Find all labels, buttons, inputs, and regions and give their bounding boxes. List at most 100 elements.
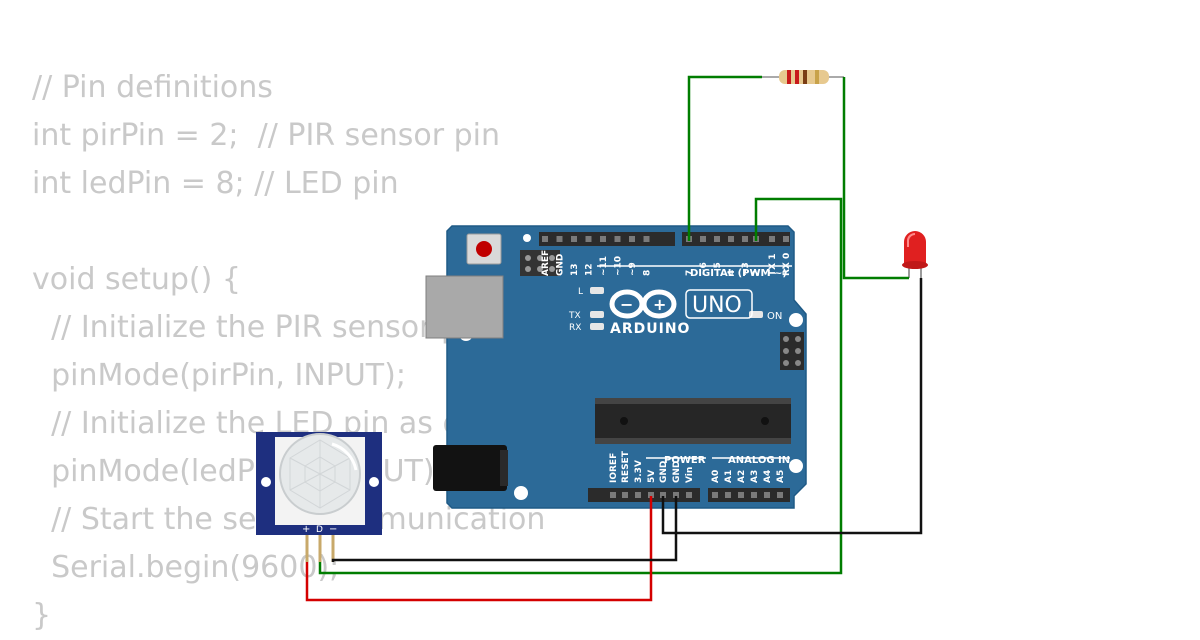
svg-text:+: + xyxy=(653,295,666,314)
usb-port xyxy=(425,275,504,339)
digital-pin-label: ~3 xyxy=(741,262,751,276)
digital-pin[interactable] xyxy=(783,236,789,242)
digital-pin[interactable] xyxy=(643,236,650,242)
code-line: Serial.begin(9600); xyxy=(32,550,340,585)
power-label: POWER xyxy=(664,455,706,466)
microcontroller-chip xyxy=(595,398,791,444)
analog-pin[interactable] xyxy=(725,492,731,498)
digital-pin-label: ~6 xyxy=(699,262,709,276)
digital-pin-label: 13 xyxy=(570,263,580,276)
wire-5v-to-pir-vcc xyxy=(305,496,653,602)
power-pin[interactable] xyxy=(660,492,666,498)
digital-header-label: DIGITAL (PWM ~) xyxy=(690,268,787,279)
power-pin-label: IOREF xyxy=(609,453,619,483)
pir-pin-label-gnd: − xyxy=(329,524,337,535)
digital-pin[interactable] xyxy=(728,236,734,242)
arduino-logo: − + ARDUINO UNO xyxy=(609,289,753,337)
digital-pin[interactable] xyxy=(629,236,635,242)
code-line: } xyxy=(32,598,52,633)
power-pin-label: Vin xyxy=(685,467,695,483)
dc-power-jack xyxy=(433,445,508,491)
analog-pin[interactable] xyxy=(712,492,718,498)
analog-pin[interactable] xyxy=(738,492,744,498)
digital-pin-label: 7 xyxy=(685,270,695,276)
svg-text:TX: TX xyxy=(568,311,581,321)
digital-pin[interactable] xyxy=(585,236,592,242)
resistor xyxy=(762,70,844,84)
analog-pin-label: A2 xyxy=(737,470,747,483)
power-pin[interactable] xyxy=(635,492,641,498)
wires xyxy=(305,75,923,602)
svg-text:L: L xyxy=(578,287,583,297)
digital-pin-label: GND xyxy=(556,254,566,276)
analog-label: ANALOG IN xyxy=(728,455,790,466)
code-line: int pirPin = 2; // PIR sensor pin xyxy=(32,118,501,153)
svg-text:RX: RX xyxy=(569,323,581,333)
code-line: int ledPin = 8; // LED pin xyxy=(32,166,399,201)
brand-label: ARDUINO xyxy=(610,321,690,337)
analog-pin-label: A1 xyxy=(724,470,734,483)
code-line: pinMode(pirPin, INPUT); xyxy=(32,358,406,393)
digital-pin[interactable] xyxy=(600,236,606,242)
mounting-hole xyxy=(789,313,803,327)
digital-pin-label: 12 xyxy=(585,263,595,276)
wire-gnd-to-led-cathode xyxy=(661,278,923,535)
model-label: UNO xyxy=(692,293,742,318)
onboard-leds: L TX RX ON xyxy=(568,287,782,333)
wire-pin7-to-resistor xyxy=(687,75,762,241)
analog-pin[interactable] xyxy=(777,492,783,498)
analog-pin-label: A4 xyxy=(763,470,773,483)
svg-text:−: − xyxy=(620,295,633,314)
pir-motion-sensor: + D − xyxy=(256,432,382,562)
digital-pin-label: 8 xyxy=(643,270,653,276)
digital-pin[interactable] xyxy=(700,236,706,242)
digital-pin-label: AREF xyxy=(541,250,551,276)
digital-pin-label: ~9 xyxy=(628,262,638,276)
digital-pin-label: 4 xyxy=(727,270,737,276)
power-pin[interactable] xyxy=(686,492,692,498)
wire-pin2-to-pir-data xyxy=(318,197,843,575)
red-led xyxy=(902,231,928,278)
power-pin-label: 5V xyxy=(647,470,657,483)
digital-pin-label: ~5 xyxy=(713,262,723,276)
mounting-hole xyxy=(789,459,803,473)
analog-pin[interactable] xyxy=(764,492,770,498)
power-pin-label: GND xyxy=(659,461,669,483)
reset-button-cap[interactable] xyxy=(476,241,492,257)
power-pin-label: RESET xyxy=(621,450,631,483)
digital-pin[interactable] xyxy=(742,236,748,242)
power-pin[interactable] xyxy=(622,492,628,498)
digital-pin[interactable] xyxy=(542,236,548,242)
digital-pin-label: 2 xyxy=(752,270,762,276)
analog-pin-label: A5 xyxy=(776,470,786,483)
analog-pin-label: A0 xyxy=(711,470,721,483)
wire-resistor-to-led-anode xyxy=(842,77,909,280)
mounting-hole xyxy=(514,486,528,500)
digital-pin[interactable] xyxy=(614,236,621,242)
wire-gnd-to-pir-gnd xyxy=(331,496,678,562)
icsp-side-header xyxy=(780,332,804,370)
code-line: void setup() { xyxy=(32,262,241,297)
digital-pin-label: RX 0 xyxy=(782,253,792,276)
digital-pin[interactable] xyxy=(769,236,775,242)
power-pin-label: GND xyxy=(672,461,682,483)
pir-pin-label-vcc: + xyxy=(302,524,310,535)
digital-pin[interactable] xyxy=(556,236,563,242)
power-pin[interactable] xyxy=(673,492,679,498)
digital-pin-label: TX 1 xyxy=(768,254,778,276)
power-pin[interactable] xyxy=(610,492,616,498)
power-pin-label: 3.3V xyxy=(634,460,644,483)
digital-pin[interactable] xyxy=(571,236,577,242)
analog-pin[interactable] xyxy=(751,492,757,498)
code-line: // Pin definitions xyxy=(32,70,273,105)
icsp-header xyxy=(520,250,560,276)
analog-pin-label: A3 xyxy=(750,470,760,483)
digital-pin[interactable] xyxy=(714,236,720,242)
on-led-label: ON xyxy=(767,311,782,322)
power-pin[interactable] xyxy=(648,492,654,498)
